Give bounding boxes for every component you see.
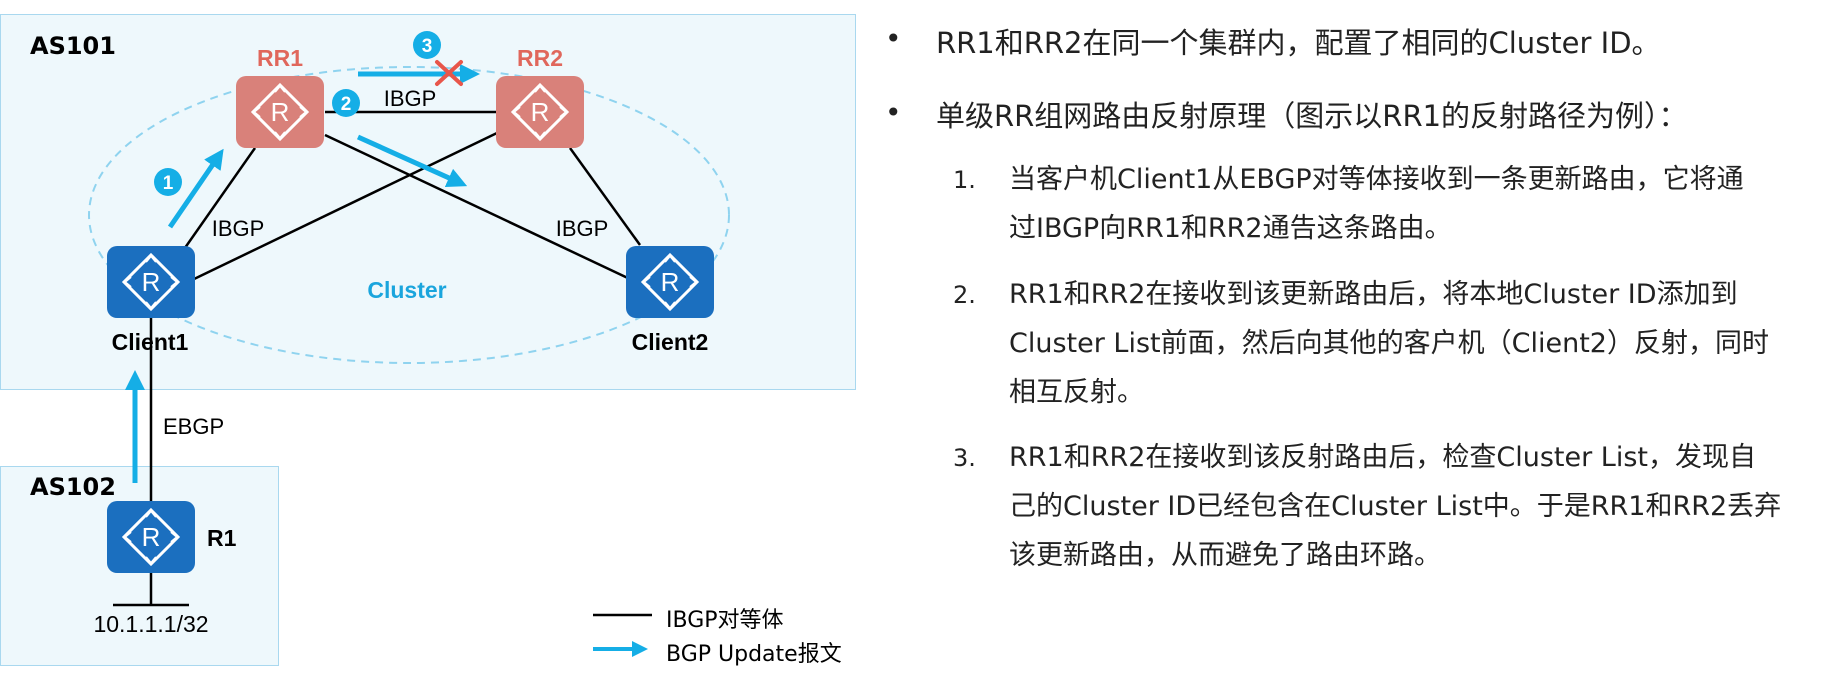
step-3-line-3: 该更新路由，从而避免了路由环路。 — [1009, 540, 1441, 571]
ebgp-label: EBGP — [163, 414, 224, 439]
cluster-label: Cluster — [367, 277, 446, 303]
bullet-dot-1: • — [885, 22, 902, 55]
r1-label: R1 — [207, 525, 237, 551]
step-1-line-1: 当客户机Client1从EBGP对等体接收到一条更新路由，它将通 — [1009, 164, 1744, 195]
ibgp-label-top: IBGP — [384, 86, 437, 111]
step-2-line-1: RR1和RR2在接收到该更新路由后，将本地Cluster ID添加到 — [1009, 279, 1738, 310]
as101-label: AS101 — [30, 32, 116, 60]
legend-ibgp-label: IBGP对等体 — [666, 608, 784, 633]
svg-text:R: R — [142, 522, 161, 552]
step-text-3: RR1和RR2在接收到该反射路由后，检查Cluster List，发现自 己的C… — [1009, 433, 1809, 580]
topology-diagram: 1 2 3 R R R — [88, 31, 730, 657]
router-icon: R — [640, 252, 700, 312]
update-arrow-rr1-client2 — [356, 134, 468, 188]
step-badge-3: 3 — [413, 31, 441, 59]
svg-text:R: R — [142, 267, 161, 297]
svg-text:R: R — [271, 97, 290, 127]
router-rr2: R — [496, 76, 584, 148]
client1-label: Client1 — [112, 329, 189, 355]
router-r1: R — [107, 501, 195, 573]
router-icon: R — [250, 82, 310, 142]
svg-text:R: R — [661, 267, 680, 297]
legend — [593, 613, 652, 657]
ibgp-links — [113, 110, 642, 607]
link-rr1-client1 — [178, 147, 257, 256]
step-1-line-2: 过IBGP向RR1和RR2通告这条路由。 — [1009, 213, 1452, 244]
as101-region — [0, 14, 856, 390]
client2-label: Client2 — [632, 329, 709, 355]
svg-text:3: 3 — [422, 36, 433, 57]
as102-label: AS102 — [30, 473, 116, 501]
discard-cross-icon — [435, 60, 463, 86]
step-number-1: 1. — [953, 166, 976, 194]
bullet-text-2: 单级RR组网路由反射原理（图示以RR1的反射路径为例）： — [936, 99, 1688, 133]
step-2-line-2: Cluster List前面，然后向其他的客户机（Client2）反射，同时 — [1009, 328, 1769, 359]
ibgp-label-left: IBGP — [212, 216, 265, 241]
legend-update-label: BGP Update报文 — [666, 642, 842, 667]
update-arrows — [125, 64, 480, 483]
router-client2: R — [626, 246, 714, 318]
step-badge-1: 1 — [154, 168, 182, 196]
rr1-label: RR1 — [257, 45, 303, 71]
step-3-line-1: RR1和RR2在接收到该反射路由后，检查Cluster List，发现自 — [1009, 442, 1757, 473]
ibgp-label-right: IBGP — [556, 216, 609, 241]
svg-text:2: 2 — [341, 94, 352, 115]
step-3-line-2: 己的Cluster ID已经包含在Cluster List中。于是RR1和RR2… — [1009, 491, 1782, 522]
update-arrow-client1-rr1 — [167, 148, 224, 229]
step-number-2: 2. — [953, 281, 976, 309]
step-text-2: RR1和RR2在接收到该更新路由后，将本地Cluster ID添加到 Clust… — [1009, 270, 1809, 417]
link-rr1-client2 — [324, 133, 633, 282]
link-rr2-client1 — [191, 131, 498, 282]
step-badge-2: 2 — [332, 89, 360, 117]
step-2-line-3: 相互反射。 — [1009, 377, 1144, 408]
rr2-label: RR2 — [517, 45, 563, 71]
prefix-label: 10.1.1.1/32 — [93, 611, 208, 637]
svg-text:R: R — [531, 97, 550, 127]
router-client1: R — [107, 246, 195, 318]
router-icon: R — [121, 252, 181, 312]
cluster-ellipse — [88, 66, 730, 364]
link-rr2-client2 — [568, 147, 642, 246]
router-icon: R — [510, 82, 570, 142]
bullet-text-1: RR1和RR2在同一个集群内，配置了相同的Cluster ID。 — [936, 26, 1661, 60]
bullet-dot-2: • — [885, 96, 902, 129]
router-icon: R — [121, 507, 181, 567]
router-rr1: R — [236, 76, 324, 148]
step-number-3: 3. — [953, 444, 976, 472]
step-text-1: 当客户机Client1从EBGP对等体接收到一条更新路由，它将通 过IBGP向R… — [1009, 155, 1809, 253]
svg-text:1: 1 — [163, 173, 174, 194]
